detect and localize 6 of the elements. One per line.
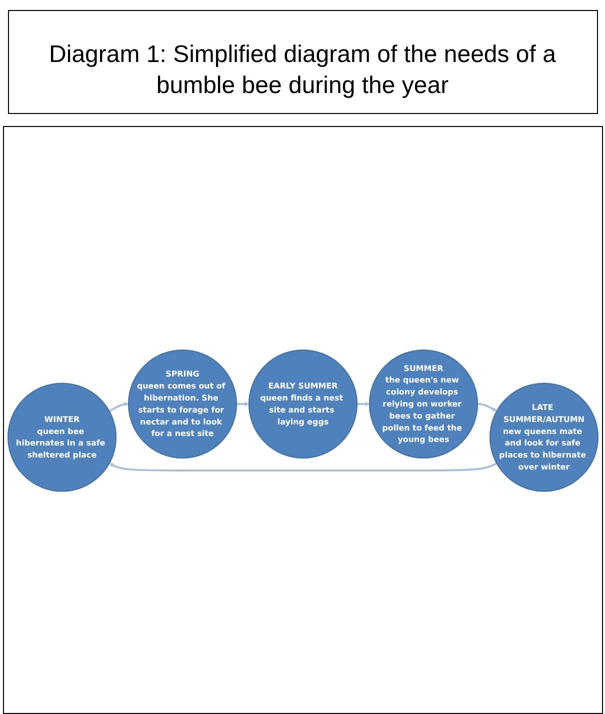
arrow — [356, 401, 370, 406]
arrow — [108, 462, 497, 472]
arrow — [477, 402, 496, 411]
arrow — [236, 401, 249, 406]
arrow — [108, 401, 128, 412]
diagram-title: Diagram 1: Simplified diagram of the needs of a bumble bee during the year — [8, 10, 598, 114]
